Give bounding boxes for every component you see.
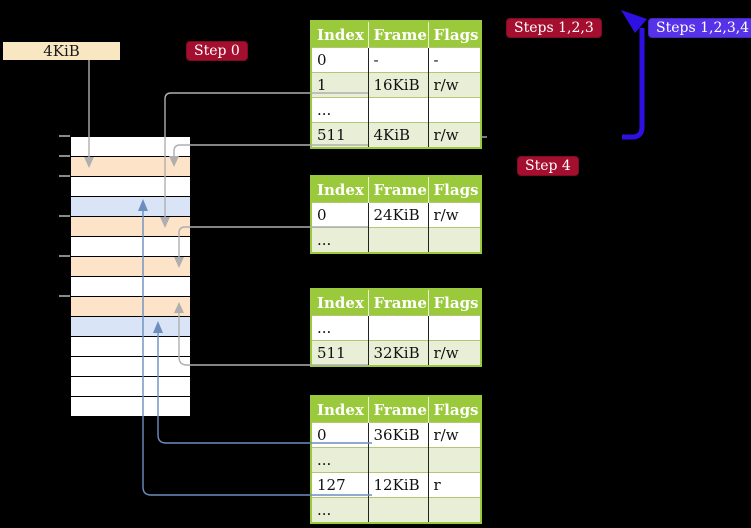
table-cell: ...: [311, 447, 369, 473]
table-cell: [368, 497, 429, 523]
physical-memory-strip: [70, 136, 191, 417]
table-cell: 12KiB: [368, 472, 429, 498]
table-cell: 127: [311, 472, 369, 498]
table-cell: [368, 447, 429, 473]
table-cell: 1: [311, 72, 369, 98]
table-cell: [368, 227, 429, 253]
column-header: Index: [311, 176, 369, 203]
table-cell: 0: [311, 202, 369, 228]
memory-row-pagetable: [71, 257, 190, 277]
memory-tick: [59, 215, 70, 217]
table-cell: 36KiB: [368, 422, 429, 448]
table-cell: r: [428, 472, 481, 498]
table-cell: r/w: [428, 422, 481, 448]
steps-1234-badge: Steps 1,2,3,4: [648, 18, 751, 38]
table-cell: -: [368, 47, 429, 73]
table-cell: ...: [311, 97, 369, 123]
memory-tick: [59, 135, 70, 137]
memory-row-free: [71, 177, 190, 197]
table-cell: 4KiB: [368, 122, 429, 148]
table-cell: [428, 497, 481, 523]
table-cell: r/w: [428, 72, 481, 98]
table-cell: [428, 315, 481, 341]
table-cell: 32KiB: [368, 340, 429, 366]
table-cell: ...: [311, 497, 369, 523]
table-cell: [428, 447, 481, 473]
memory-row-free: [71, 337, 190, 357]
column-header: Flags: [428, 21, 481, 48]
big-blue-loop-arrow: [621, 10, 647, 140]
column-header: Frame: [368, 289, 429, 316]
step-0-badge: Step 0: [186, 41, 248, 61]
memory-row-pagetable: [71, 297, 190, 317]
memory-row-free: [71, 377, 190, 397]
column-header: Index: [311, 21, 369, 48]
column-header: Flags: [428, 396, 481, 423]
memory-row-free: [71, 397, 190, 416]
table-cell: 0: [311, 422, 369, 448]
column-header: Frame: [368, 396, 429, 423]
column-header: Index: [311, 396, 369, 423]
memory-tick: [59, 155, 70, 157]
big-blue-arrowhead: [621, 10, 647, 33]
table-row: ...: [311, 97, 481, 123]
table-cell: [428, 227, 481, 253]
column-header: Index: [311, 289, 369, 316]
table-cell: r/w: [428, 122, 481, 148]
column-header: Frame: [368, 21, 429, 48]
memory-row-pagetable: [71, 217, 190, 237]
table-cell: [428, 97, 481, 123]
table-cell: ...: [311, 315, 369, 341]
memory-tick: [59, 255, 70, 257]
table-cell: 511: [311, 122, 369, 148]
column-header: Frame: [368, 176, 429, 203]
column-header: Flags: [428, 176, 481, 203]
table-cell: ...: [311, 227, 369, 253]
step-4-badge: Step 4: [517, 156, 579, 176]
memory-row-free: [71, 357, 190, 377]
steps-123-badge: Steps 1,2,3: [506, 18, 602, 38]
memory-row-data: [71, 197, 190, 217]
memory-row-data: [71, 317, 190, 337]
memory-row-free: [71, 277, 190, 297]
table-row: ...: [311, 497, 481, 523]
table-cell: [368, 315, 429, 341]
table-cell: 24KiB: [368, 202, 429, 228]
table-cell: r/w: [428, 340, 481, 366]
table-cell: -: [428, 47, 481, 73]
column-header: Flags: [428, 289, 481, 316]
table-cell: [368, 97, 429, 123]
memory-row-pagetable: [71, 157, 190, 177]
memory-row-free: [71, 237, 190, 257]
table-row: 0--: [311, 47, 481, 73]
table-cell: 0: [311, 47, 369, 73]
memory-row-free: [71, 137, 190, 157]
table-row: ...: [311, 447, 481, 473]
memory-tick: [59, 175, 70, 177]
table-cell: 16KiB: [368, 72, 429, 98]
big-blue-arrow-shaft: [622, 28, 645, 140]
table-row: ...: [311, 227, 481, 253]
table-cell: r/w: [428, 202, 481, 228]
page-size-box: 4KiB: [3, 42, 120, 60]
memory-tick: [59, 295, 70, 297]
table-cell: 511: [311, 340, 369, 366]
table-row: ...: [311, 315, 481, 341]
